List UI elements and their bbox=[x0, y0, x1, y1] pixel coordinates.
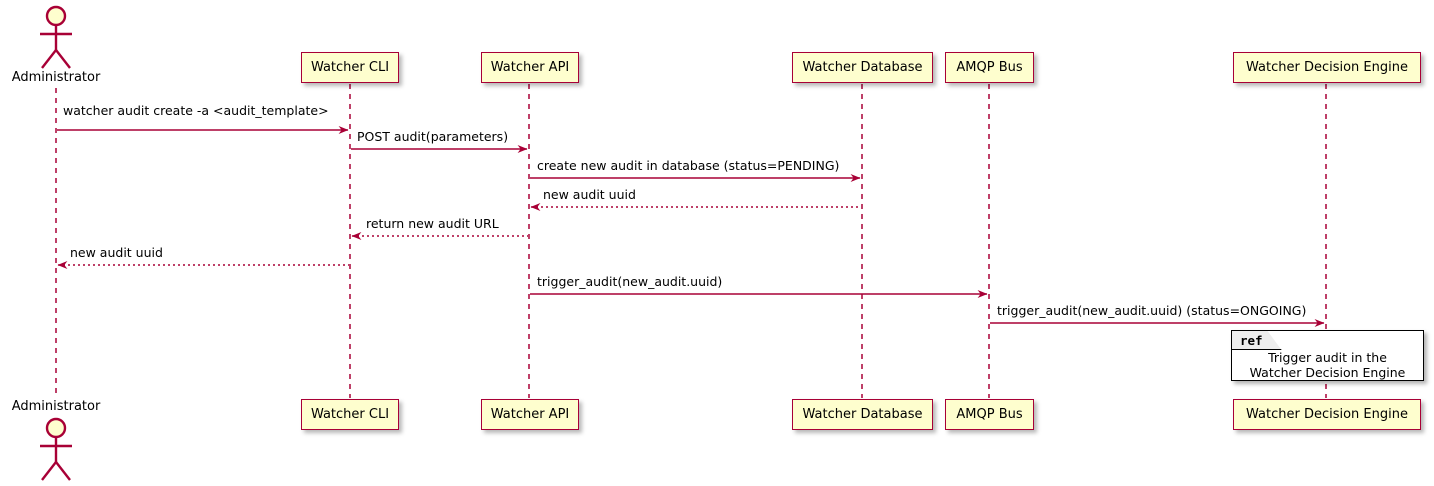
participant-box-amqp-bus-bottom[interactable]: AMQP Bus bbox=[945, 399, 1034, 430]
lifelines bbox=[55, 84, 1327, 398]
message-label-m6: new audit uuid bbox=[70, 245, 163, 260]
actor-label-text: Administrator bbox=[11, 70, 101, 85]
ref-fragment-tab: ref bbox=[1232, 331, 1282, 350]
participant-label: AMQP Bus bbox=[956, 407, 1023, 422]
participant-label: Watcher Database bbox=[802, 407, 923, 422]
message-label-m8: trigger_audit(new_audit.uuid) (status=ON… bbox=[997, 303, 1307, 318]
message-label-m5: return new audit URL bbox=[366, 216, 499, 231]
ref-fragment-line-1: Trigger audit in the bbox=[1268, 350, 1387, 365]
participant-label: Watcher Database bbox=[802, 60, 923, 75]
participant-label: AMQP Bus bbox=[956, 60, 1023, 75]
actor-label-administrator-bottom: Administrator bbox=[0, 399, 112, 414]
participant-box-watcher-decision-engine-top[interactable]: Watcher Decision Engine bbox=[1233, 52, 1421, 83]
participant-box-watcher-api-bottom[interactable]: Watcher API bbox=[481, 399, 579, 430]
actor-administrator-bottom bbox=[40, 417, 72, 481]
actor-label-administrator-top: Administrator bbox=[0, 70, 112, 85]
ref-fragment-tab-label: ref bbox=[1240, 332, 1263, 348]
participant-label: Watcher CLI bbox=[310, 60, 390, 75]
participant-box-watcher-database-top[interactable]: Watcher Database bbox=[792, 52, 933, 83]
participant-box-watcher-cli-top[interactable]: Watcher CLI bbox=[301, 52, 399, 83]
message-label-m1: watcher audit create -a <audit_template> bbox=[63, 103, 329, 118]
participant-label: Watcher API bbox=[490, 60, 570, 75]
ref-fragment-line-2: Watcher Decision Engine bbox=[1249, 365, 1406, 380]
participant-box-amqp-bus-top[interactable]: AMQP Bus bbox=[945, 52, 1034, 83]
message-label-m2: POST audit(parameters) bbox=[357, 129, 509, 144]
participant-box-watcher-database-bottom[interactable]: Watcher Database bbox=[792, 399, 933, 430]
ref-fragment[interactable]: ref Trigger audit in the Watcher Decisio… bbox=[1231, 330, 1424, 381]
ref-fragment-body: Trigger audit in the Watcher Decision En… bbox=[1232, 350, 1423, 380]
participant-box-watcher-decision-engine-bottom[interactable]: Watcher Decision Engine bbox=[1233, 399, 1421, 430]
message-label-m3: create new audit in database (status=PEN… bbox=[537, 158, 840, 173]
message-arrows bbox=[57, 126, 1325, 327]
participant-label: Watcher Decision Engine bbox=[1246, 60, 1408, 75]
participant-label: Watcher API bbox=[490, 407, 570, 422]
participant-box-watcher-api-top[interactable]: Watcher API bbox=[481, 52, 579, 83]
participant-label: Watcher CLI bbox=[310, 407, 390, 422]
participant-box-watcher-cli-bottom[interactable]: Watcher CLI bbox=[301, 399, 399, 430]
participant-label: Watcher Decision Engine bbox=[1246, 407, 1408, 422]
actor-administrator-top bbox=[40, 5, 72, 69]
message-label-m4: new audit uuid bbox=[543, 187, 636, 202]
message-label-m7: trigger_audit(new_audit.uuid) bbox=[537, 274, 723, 289]
actor-label-text: Administrator bbox=[11, 399, 101, 414]
